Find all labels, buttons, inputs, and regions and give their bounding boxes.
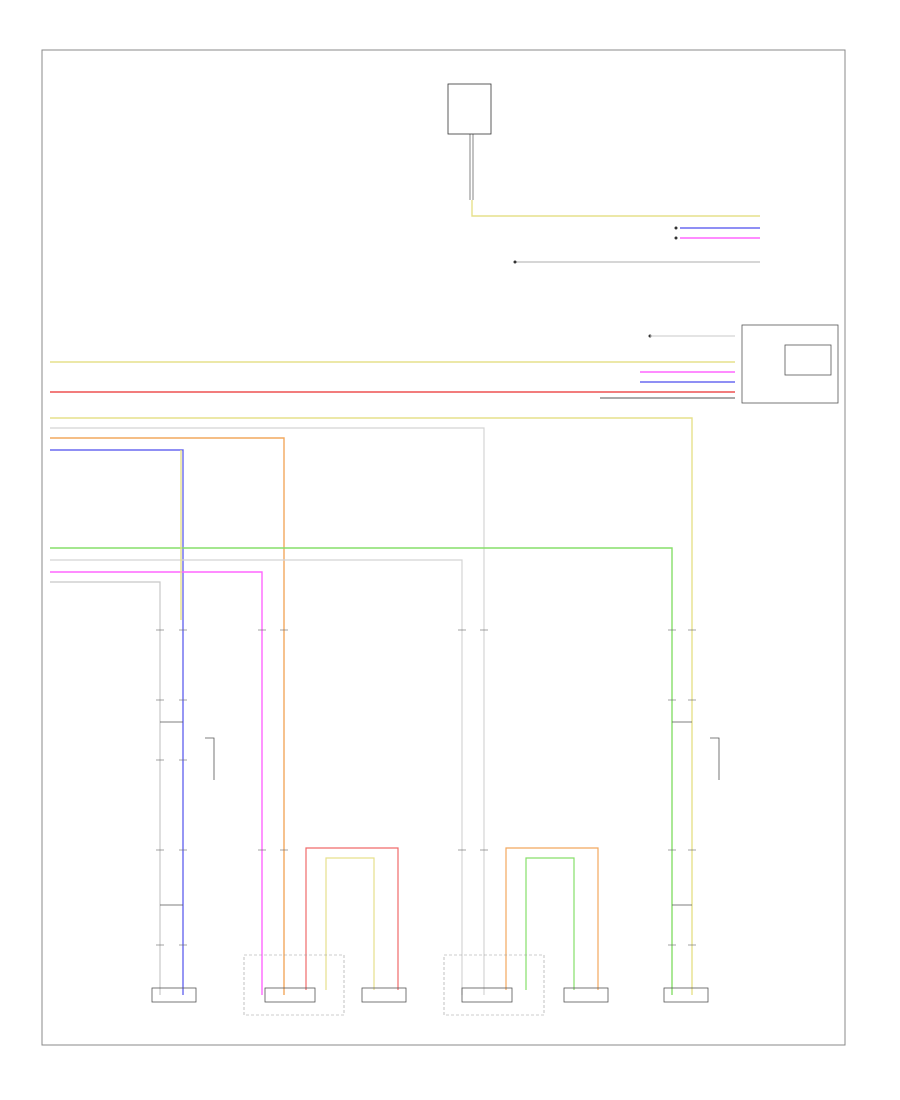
- right-module-outer: [741, 324, 839, 404]
- crossover-bracket: [205, 737, 215, 780]
- loop-red: [305, 847, 399, 990]
- wire-pink-3: [50, 571, 263, 995]
- wire-gray-2: [50, 427, 485, 995]
- speaker-right-rear: [663, 987, 709, 1003]
- mid-loops: [305, 847, 599, 990]
- wire-orange-2: [50, 437, 285, 995]
- splice-dot-3: [513, 260, 517, 264]
- wire-gray-3: [50, 559, 463, 995]
- wire-blue-2: [50, 449, 184, 995]
- right-module: [648, 324, 839, 404]
- connector-ticks: [156, 629, 696, 946]
- speaker-right-roof: [361, 987, 407, 1003]
- upper-wire-bundle: [471, 200, 760, 264]
- wire-gray-4: [50, 581, 161, 995]
- speaker-left-rear: [151, 987, 197, 1003]
- right-crossover: [672, 721, 720, 906]
- wire-green-3: [50, 547, 673, 995]
- wire-yellow-2: [50, 417, 693, 995]
- top-component: [447, 83, 492, 200]
- splice-dot-1: [674, 226, 678, 230]
- speaker-left-roof: [563, 987, 609, 1003]
- speaker-right-front-inner: [264, 987, 316, 1003]
- crossover-bracket-r: [710, 737, 720, 780]
- top-component-box: [447, 83, 492, 135]
- left-crossover: [160, 721, 215, 906]
- right-module-inner: [784, 344, 832, 376]
- splice-dot-2: [674, 236, 678, 240]
- diagram-border: [41, 49, 846, 1046]
- main-bus: [50, 361, 735, 995]
- loop-green: [525, 857, 575, 990]
- wire-yellow-upper: [471, 200, 760, 217]
- speaker-left-front-inner: [461, 987, 513, 1003]
- loop-yellow: [325, 857, 375, 990]
- loop-orange: [505, 847, 599, 990]
- speakers: [151, 954, 709, 1016]
- speaker-right-front-group: [243, 954, 345, 1016]
- speaker-left-front-group: [443, 954, 545, 1016]
